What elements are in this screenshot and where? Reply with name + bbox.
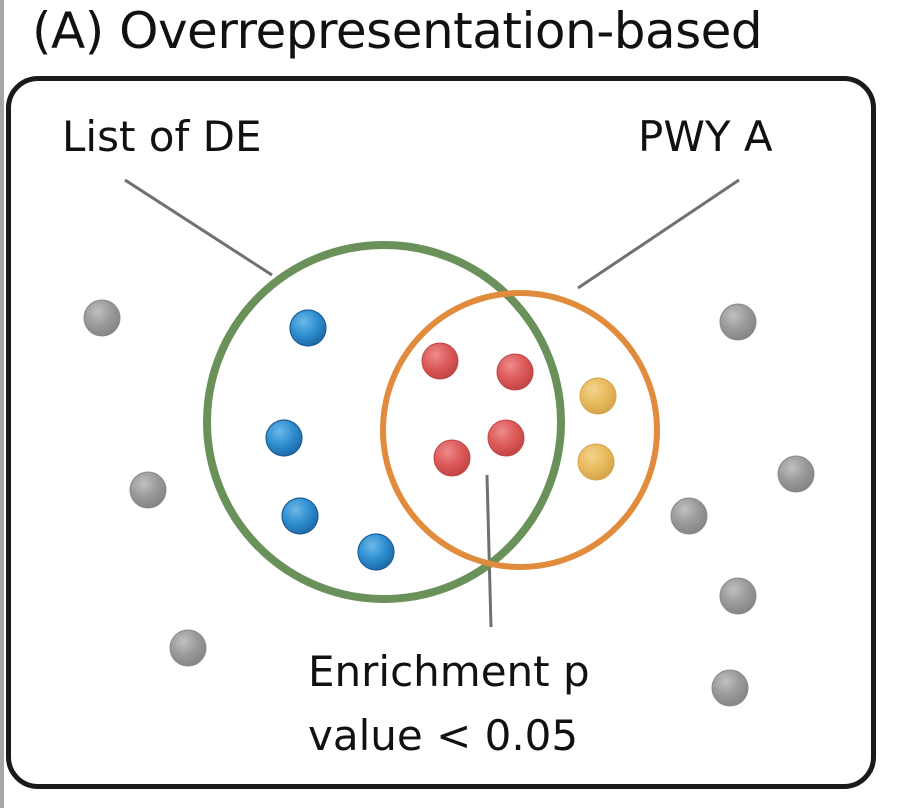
overlap-gene-dot <box>487 419 525 457</box>
background-gene-dot <box>719 577 757 615</box>
pwy-leader-line <box>577 178 740 290</box>
overlap-gene-dot <box>421 342 459 380</box>
left-edge-strip <box>0 0 4 808</box>
enrichment-leader-line <box>485 474 493 628</box>
background-gene-dot <box>169 629 207 667</box>
de-only-gene-dot <box>289 309 327 347</box>
background-genes <box>83 299 815 707</box>
pathway-only-gene-dot <box>579 377 617 415</box>
overlap-gene-dot <box>433 439 471 477</box>
de-only-genes <box>265 309 395 571</box>
pathway-only-genes <box>577 377 617 481</box>
background-gene-dot <box>711 669 749 707</box>
panel-title: (A) Overrepresentation-based <box>32 2 763 60</box>
pathway-label: PWY A <box>638 112 773 161</box>
de-list-label: List of DE <box>62 112 262 161</box>
de-leader-line <box>124 178 273 277</box>
background-gene-dot <box>129 471 167 509</box>
enrichment-label-line1: Enrichment p <box>308 647 590 696</box>
pathway-circle <box>380 290 660 570</box>
enrichment-label-line2: value < 0.05 <box>308 711 579 760</box>
de-only-gene-dot <box>281 497 319 535</box>
de-only-gene-dot <box>357 533 395 571</box>
overlap-gene-dot <box>496 353 534 391</box>
background-gene-dot <box>719 303 757 341</box>
background-gene-dot <box>670 497 708 535</box>
pathway-only-gene-dot <box>577 443 615 481</box>
de-list-circle <box>203 241 565 603</box>
enrichment-label: Enrichment p value < 0.05 <box>308 640 590 768</box>
background-gene-dot <box>777 455 815 493</box>
de-only-gene-dot <box>265 419 303 457</box>
overlap-genes <box>421 342 534 477</box>
background-gene-dot <box>83 299 121 337</box>
